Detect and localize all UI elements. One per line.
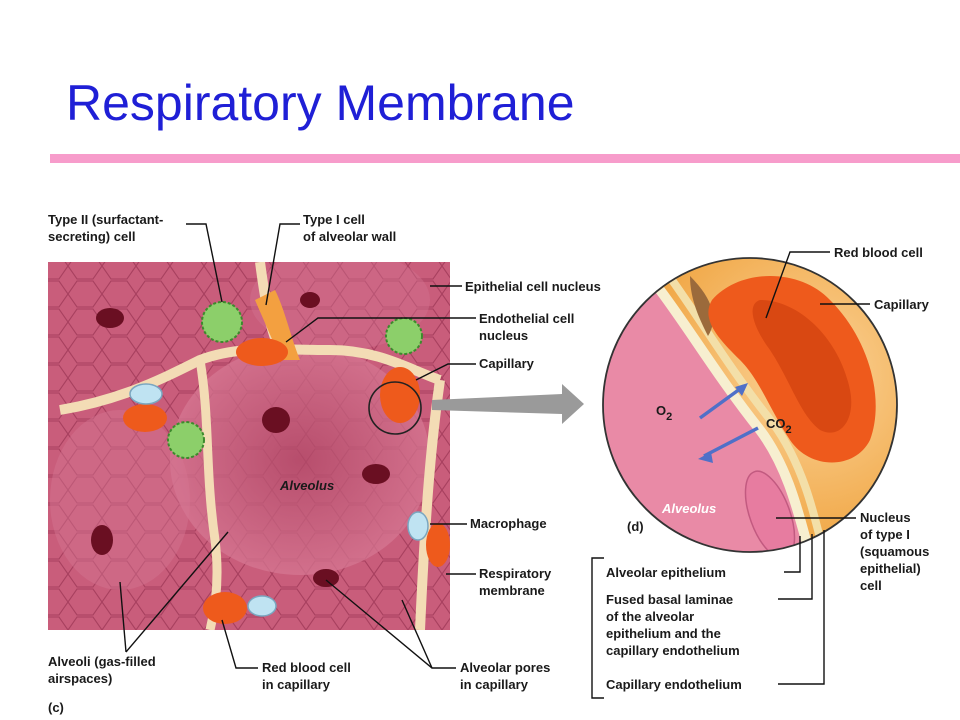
fused-label-l3: epithelium and the <box>606 626 721 641</box>
respiratory-membrane-label-l2: membrane <box>479 583 545 598</box>
rbc-label-c-l2: in capillary <box>262 677 331 692</box>
type1-label-l1: Type I cell <box>303 212 365 227</box>
alveoli-label-l1: Alveoli (gas-filled <box>48 654 156 669</box>
fused-label-l4: capillary endothelium <box>606 643 740 658</box>
rbc-label-d: Red blood cell <box>834 245 923 260</box>
type1-label-l2: of alveolar wall <box>303 229 396 244</box>
capillary-label-d: Capillary <box>874 297 930 312</box>
panel-d-tag: (d) <box>627 519 644 534</box>
fused-label-l2: of the alveolar <box>606 609 694 624</box>
respiratory-membrane-label-l1: Respiratory <box>479 566 552 581</box>
nucleus-label-l5: cell <box>860 578 882 593</box>
type2-label-l1: Type II (surfactant- <box>48 212 163 227</box>
zoom-arrow <box>432 384 584 424</box>
capillary-endothelium-label: Capillary endothelium <box>606 677 742 692</box>
type2-label-l2: secreting) cell <box>48 229 135 244</box>
panel-c-tag: (c) <box>48 700 64 715</box>
rbc-label-c-l1: Red blood cell <box>262 660 351 675</box>
nucleus-label-l4: epithelial) <box>860 561 921 576</box>
pores-label-l2: in capillary <box>460 677 529 692</box>
epithelial-nucleus-label: Epithelial cell nucleus <box>465 279 601 294</box>
alveolus-label-c: Alveolus <box>279 478 334 493</box>
fused-label-l1: Fused basal laminae <box>606 592 733 607</box>
nucleus-label-l3: (squamous <box>860 544 929 559</box>
alveolar-epithelium-label: Alveolar epithelium <box>606 565 726 580</box>
macrophage-label: Macrophage <box>470 516 547 531</box>
alveolus-label-d: Alveolus <box>661 501 716 516</box>
alveoli-tissue-panel <box>48 250 450 630</box>
endothelial-label-l2: nucleus <box>479 328 528 343</box>
capillary-label-c: Capillary <box>479 356 535 371</box>
alveoli-label-l2: airspaces) <box>48 671 112 686</box>
nucleus-label-l1: Nucleus <box>860 510 911 525</box>
endothelial-label-l1: Endothelial cell <box>479 311 574 326</box>
nucleus-label-l2: of type I <box>860 527 910 542</box>
pores-label-l1: Alveolar pores <box>460 660 550 675</box>
